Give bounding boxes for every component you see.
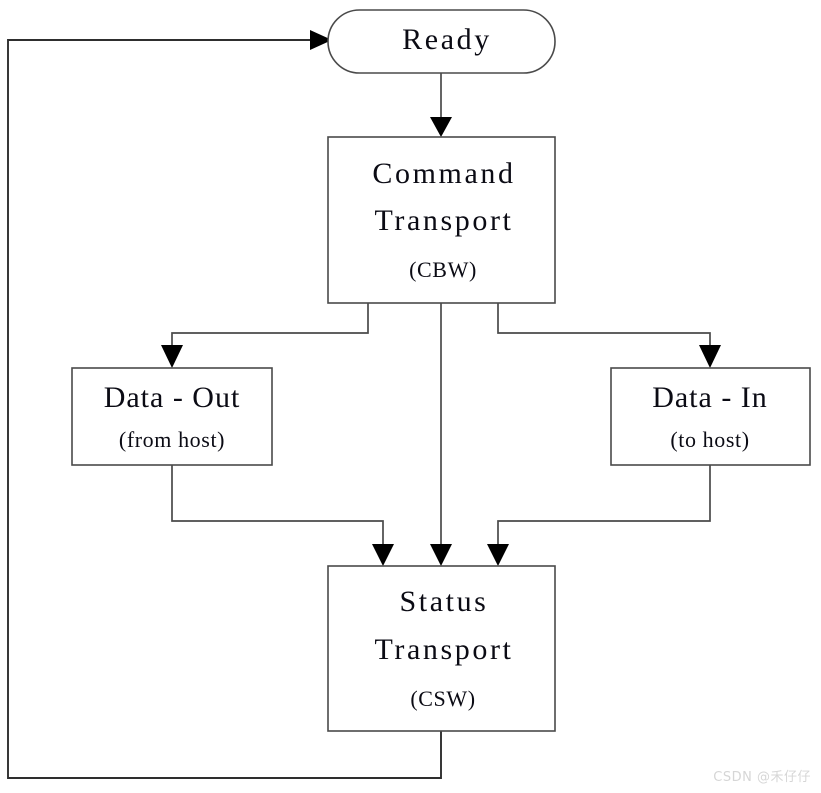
- edge-ready-to-command: [430, 73, 452, 137]
- node-data-in-label-line1: Data - In: [652, 381, 768, 414]
- arrowhead-into-data-in: [699, 345, 721, 368]
- edge-command-to-data-in: [497, 303, 721, 368]
- node-status-transport[interactable]: Status Transport (CSW): [327, 565, 556, 732]
- arrowhead-into-status-center: [430, 544, 452, 566]
- node-status-transport-label-line1: Status: [400, 585, 489, 618]
- arrowhead-into-ready: [310, 30, 332, 50]
- node-data-out-label-line1: Data - Out: [104, 381, 241, 414]
- edge-status-to-ready: [7, 30, 442, 779]
- node-data-in[interactable]: Data - In (to host): [610, 367, 811, 466]
- node-status-transport-label-line3: (CSW): [410, 686, 475, 711]
- node-data-in-label-line2: (to host): [670, 427, 749, 452]
- edge-data-in-to-status: [487, 465, 711, 566]
- node-command-transport-label-line1: Command: [372, 157, 515, 190]
- node-data-out[interactable]: Data - Out (from host): [71, 367, 273, 466]
- node-data-out-label-line2: (from host): [119, 427, 225, 452]
- edge-command-to-status: [430, 303, 452, 566]
- node-ready[interactable]: Ready: [327, 9, 556, 74]
- arrowhead-into-status-right: [487, 544, 509, 566]
- node-ready-label: Ready: [402, 23, 492, 56]
- csdn-watermark: CSDN @禾仔仔: [713, 770, 811, 785]
- edge-command-to-data-out: [161, 303, 369, 368]
- node-status-transport-label-line2: Transport: [375, 633, 514, 666]
- node-command-transport-label-line3: (CBW): [409, 257, 477, 282]
- arrowhead-into-data-out: [161, 345, 183, 368]
- node-command-transport[interactable]: Command Transport (CBW): [327, 136, 556, 304]
- edge-data-out-to-status: [171, 465, 394, 566]
- arrowhead-into-status-left: [372, 544, 394, 566]
- arrowhead-into-command-transport: [430, 117, 452, 137]
- node-command-transport-label-line2: Transport: [375, 204, 514, 237]
